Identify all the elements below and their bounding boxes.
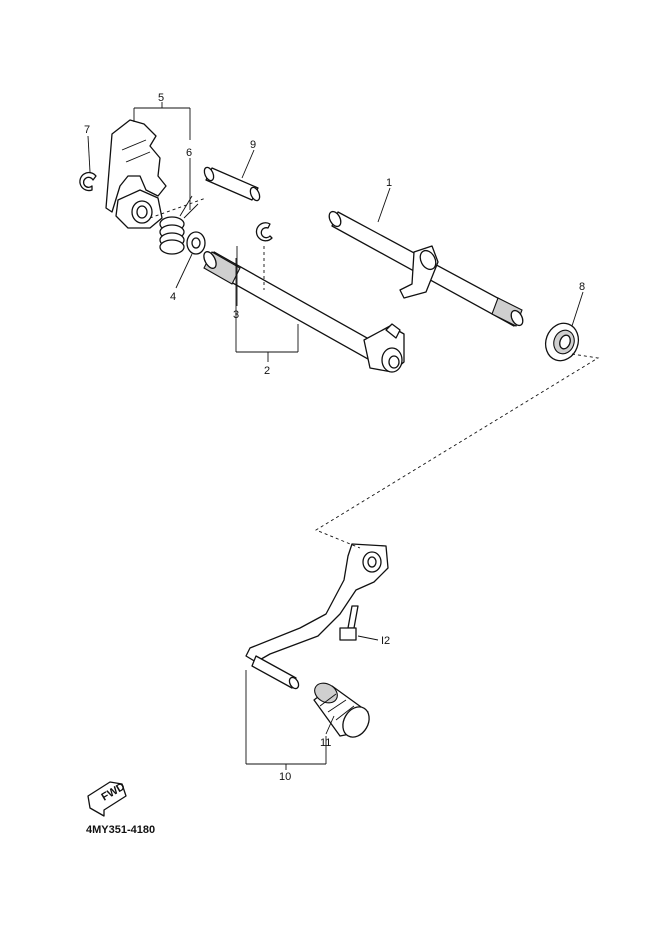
spring-part-6 [159,195,199,255]
shift-shaft-part-1 [328,210,524,327]
callout-1: 1 [386,177,392,189]
callout-3: 3 [233,309,239,321]
washer-part-4 [186,231,206,255]
alignment-dashed-lines [149,197,600,549]
callout-4: 4 [170,291,176,303]
shift-shaft-part-2 [203,251,405,373]
fwd-arrow-icon: FWD [87,781,127,817]
callout-11: 11 [320,737,331,749]
leader-lines [87,102,584,770]
shift-lever-part-5 [105,119,167,229]
oil-seal-part-8 [544,322,580,362]
callout-2: 2 [264,365,270,377]
callout-12: I2 [381,635,390,647]
circlip-part-3 [255,222,273,242]
callout-8: 8 [579,281,585,293]
callout-labels: 1 2 3 4 5 6 7 8 9 10 11 I2 [84,92,585,783]
callout-5: 5 [158,92,164,104]
callout-7: 7 [84,124,90,136]
pin-part-9 [203,166,261,202]
drawing-code: 4MY351-4180 [86,824,155,836]
callout-9: 9 [250,139,256,151]
pedal-rubber-part-11 [313,682,370,738]
shift-pedal-part-10 [245,543,389,690]
callout-6: 6 [186,147,192,159]
circlip-part-7 [79,171,97,192]
bolt-part-12 [339,605,359,641]
callout-10: 10 [279,771,291,783]
